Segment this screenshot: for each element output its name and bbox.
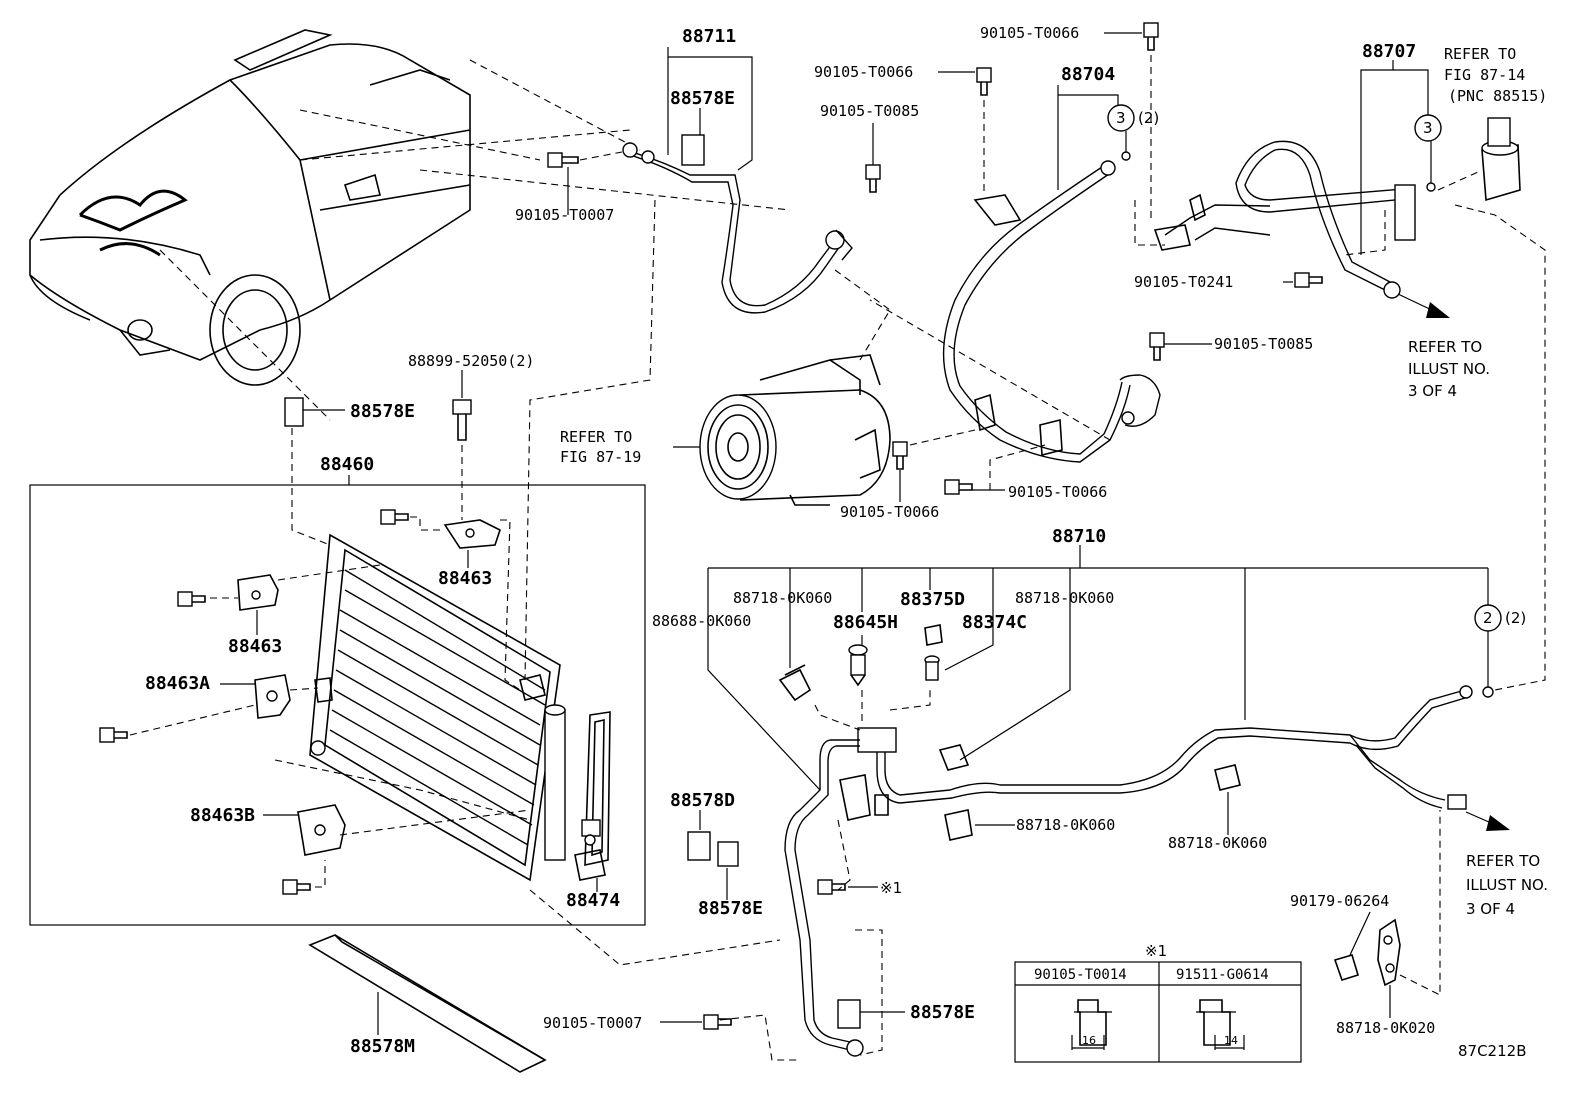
label-90105-T0066-d: 90105-T0066: [1008, 483, 1107, 501]
refer-fig-87-14-line3: (PNC 88515): [1448, 87, 1547, 105]
label-88578E-mid: 88578E: [350, 401, 415, 422]
refer-fig-87-19-line1: REFER TO: [560, 428, 632, 446]
label-88578E-bottom: 88578E: [910, 1002, 975, 1023]
refer-fig-87-14-line1: REFER TO: [1444, 45, 1516, 63]
expansion-valve-88515: [1481, 117, 1521, 202]
arrow-refer-a: [1397, 293, 1450, 318]
circle-3-a-text: 3: [1116, 109, 1126, 127]
label-88463-left: 88463: [228, 636, 282, 657]
label-90105-T0085-a: 90105-T0085: [820, 102, 919, 120]
circle-3-b-text: 3: [1423, 119, 1433, 137]
label-90105-T0007-top: 90105-T0007: [515, 206, 614, 224]
label-88578E-top: 88578E: [670, 88, 735, 109]
refer-fig-87-19-line2: FIG 87-19: [560, 448, 641, 466]
label-88474: 88474: [566, 890, 620, 911]
bolt-90105-T0241: [1283, 272, 1323, 288]
bracket-88463-top: [380, 445, 521, 691]
label-88718-0K060-c: 88718-0K060: [1016, 816, 1115, 834]
bolt-90105-T0007-top: [547, 152, 579, 215]
label-90105-T0085-b: 90105-T0085: [1214, 335, 1313, 353]
label-88463A: 88463A: [145, 673, 210, 694]
label-88718-0K060-d: 88718-0K060: [1168, 834, 1267, 852]
note-table-col1-dim: 16: [1082, 1034, 1096, 1047]
label-88899-52050: 88899-52050(2): [408, 352, 534, 370]
note-mark-1: ※1: [880, 879, 902, 897]
diagram-code: 87C212B: [1458, 1042, 1526, 1060]
condenser-box: [29, 475, 646, 926]
refer-illust-b-line2: ILLUST NO.: [1466, 876, 1548, 894]
circle-3-a-qty: (2): [1138, 109, 1159, 127]
bracket-88463A: [99, 674, 319, 743]
label-90105-T0066-c: 90105-T0066: [840, 503, 939, 521]
label-88463-top: 88463: [438, 568, 492, 589]
note-table-col2-dim: 14: [1224, 1034, 1238, 1047]
arrow-refer-b: [1465, 811, 1510, 831]
bolt-90105-T0066-b: [1104, 22, 1159, 220]
bolt-90105-T0066-d: [944, 444, 1046, 495]
compressor: [673, 354, 891, 506]
hose-88707: [1134, 60, 1546, 691]
bolt-88899-52050: [452, 370, 472, 441]
bracket-88463-left: [177, 564, 381, 635]
condenser-88460: [309, 533, 566, 882]
label-88374C: 88374C: [962, 612, 1027, 633]
label-88460: 88460: [320, 454, 374, 475]
label-88718-0K060-b: 88718-0K060: [1015, 589, 1114, 607]
bolt-note-1: [817, 879, 878, 895]
circle-2-qty: (2): [1505, 609, 1526, 627]
components-88710: [778, 610, 1241, 841]
label-88645H: 88645H: [833, 612, 898, 633]
label-88375D: 88375D: [900, 589, 965, 610]
label-88718-0K020: 88718-0K020: [1336, 1019, 1435, 1037]
refer-illust-b-line3: 3 OF 4: [1466, 900, 1515, 918]
label-90105-T0066-b: 90105-T0066: [980, 24, 1079, 42]
label-88578D: 88578D: [670, 790, 735, 811]
vehicle-leaders: [159, 59, 791, 421]
refer-illust-a-line1: REFER TO: [1408, 338, 1482, 356]
note-table-col2-header: 91511-G0614: [1176, 967, 1269, 983]
bolt-90105-T0066-c: [892, 429, 976, 502]
bolt-90105-T0007-low: [660, 1014, 732, 1030]
label-90105-T0066-a: 90105-T0066: [814, 63, 913, 81]
label-88707: 88707: [1362, 41, 1416, 62]
seal-88578M: [308, 934, 547, 1073]
label-88718-0K060-a: 88718-0K060: [733, 589, 832, 607]
filter-88474: [574, 711, 611, 892]
hose-88711: [524, 47, 891, 681]
pads-88578D-88578E: [687, 810, 739, 900]
note-table-col1-header: 90105-T0014: [1034, 967, 1127, 983]
note-table: [1014, 961, 1302, 1063]
hose-88704: [869, 85, 1161, 463]
bolt-90105-T0085-a: [865, 123, 881, 193]
tube-88710: [529, 545, 1502, 1061]
bolt-90105-T0066-a: [938, 67, 992, 195]
vehicle-illustration: [29, 29, 471, 386]
circle-ref-3-a: [1107, 104, 1135, 161]
bracket-88718-0K020: [1333, 810, 1441, 1018]
label-88463B: 88463B: [190, 805, 255, 826]
refer-illust-b-line1: REFER TO: [1466, 852, 1540, 870]
label-90105-T0241: 90105-T0241: [1134, 273, 1233, 291]
refer-illust-a-line2: ILLUST NO.: [1408, 360, 1490, 378]
clip-88578E-mid: [284, 397, 345, 546]
refer-fig-87-14-line2: FIG 87-14: [1444, 66, 1525, 84]
note-table-mark: ※1: [1145, 942, 1167, 960]
bracket-88463B: [263, 759, 531, 895]
label-88688-0K060: 88688-0K060: [652, 612, 751, 630]
label-90105-T0007-low: 90105-T0007: [543, 1014, 642, 1032]
bolt-90105-T0085-b: [1149, 332, 1212, 361]
clip-88578E-bottom: [837, 999, 905, 1029]
label-88711: 88711: [682, 26, 736, 47]
label-88704: 88704: [1061, 64, 1115, 85]
label-88710: 88710: [1052, 526, 1106, 547]
label-90179-06264: 90179-06264: [1290, 892, 1389, 910]
label-88578E-low: 88578E: [698, 898, 763, 919]
refer-illust-a-line3: 3 OF 4: [1408, 382, 1457, 400]
circle-2-text: 2: [1483, 609, 1493, 627]
label-88578M: 88578M: [350, 1036, 415, 1057]
